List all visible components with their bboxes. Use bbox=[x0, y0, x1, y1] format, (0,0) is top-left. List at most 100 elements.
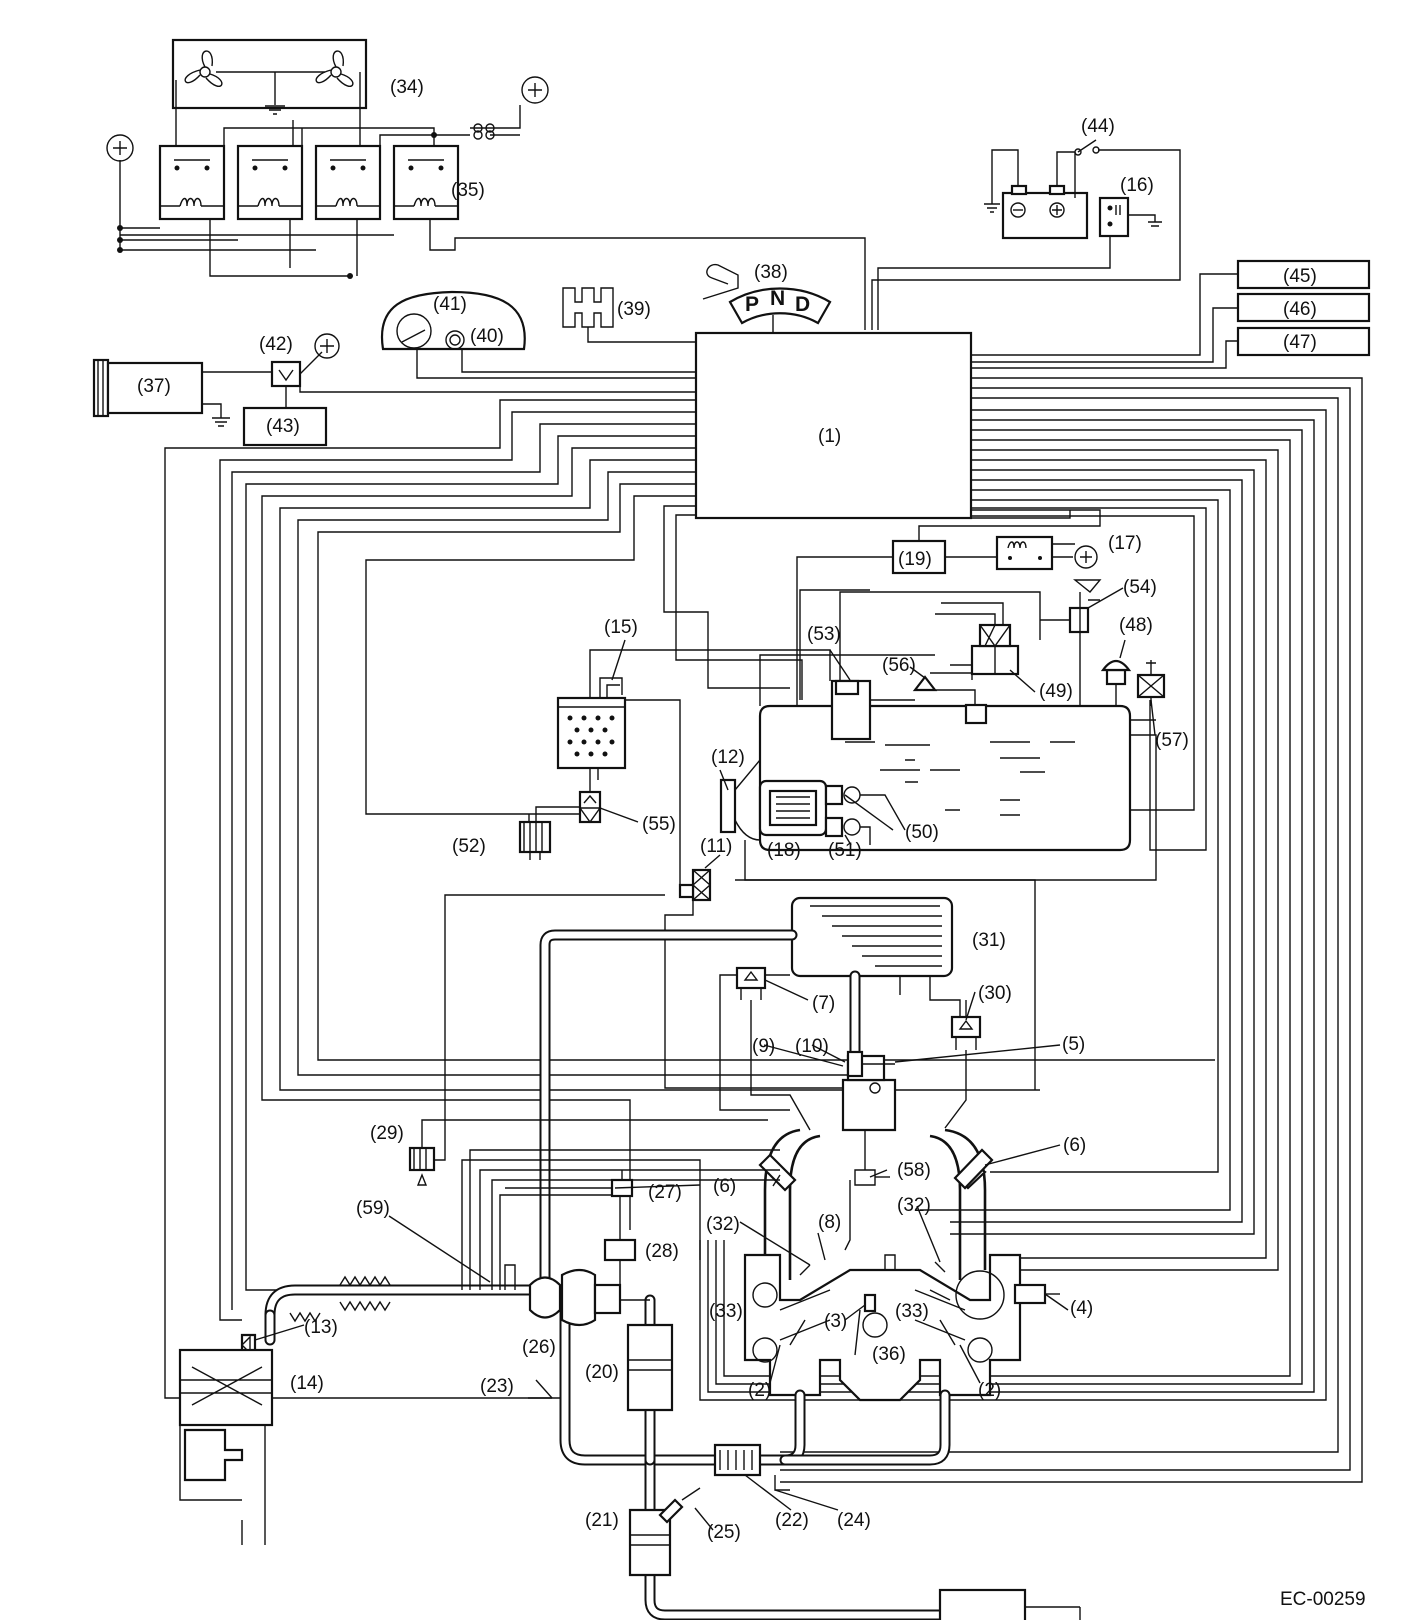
gear-letter-p: P bbox=[745, 293, 759, 316]
callout-labels: (1) (2) (2) (3) (4) (5) (6) (6) (7) (8) … bbox=[137, 77, 1366, 1610]
canister bbox=[518, 649, 844, 1089]
coil-icon bbox=[179, 197, 436, 207]
label-50: (50) bbox=[905, 822, 939, 843]
intake-bellows bbox=[339, 1275, 391, 1312]
label-41: (41) bbox=[433, 294, 467, 315]
figure-code: EC-00259 bbox=[1280, 1589, 1366, 1610]
intake-manifold bbox=[758, 1054, 994, 1280]
label-15: (15) bbox=[604, 617, 638, 638]
label-40: (40) bbox=[470, 326, 504, 347]
label-49: (49) bbox=[1039, 681, 1073, 702]
radiator-fan-assembly bbox=[171, 38, 368, 115]
label-43: (43) bbox=[266, 416, 300, 437]
plus-terminal-icon bbox=[106, 134, 134, 162]
label-11: (11) bbox=[700, 836, 732, 857]
starter-circuit bbox=[92, 351, 696, 447]
throttle-body-assembly bbox=[505, 1170, 650, 1327]
label-2a: (2) bbox=[748, 1380, 771, 1401]
label-33b: (33) bbox=[895, 1301, 929, 1322]
relay-17 bbox=[995, 535, 1075, 571]
combination-meter bbox=[380, 290, 696, 379]
label-45: (45) bbox=[1283, 266, 1317, 287]
label-10: (10) bbox=[795, 1036, 829, 1057]
leader-lines bbox=[254, 587, 1156, 1531]
label-29: (29) bbox=[370, 1123, 404, 1144]
label-53: (53) bbox=[807, 624, 841, 645]
label-26: (26) bbox=[522, 1337, 556, 1358]
label-52: (52) bbox=[452, 836, 486, 857]
label-23: (23) bbox=[480, 1376, 514, 1397]
label-17: (17) bbox=[1108, 533, 1142, 554]
label-54: (54) bbox=[1123, 577, 1157, 598]
label-56: (56) bbox=[882, 655, 916, 676]
label-59: (59) bbox=[356, 1198, 390, 1219]
intake-ducts bbox=[264, 929, 861, 1346]
label-4: (4) bbox=[1070, 1298, 1093, 1319]
label-20: (20) bbox=[585, 1362, 619, 1383]
label-22: (22) bbox=[775, 1510, 809, 1531]
ecm-right-harness bbox=[699, 377, 1363, 1483]
exhaust-system bbox=[559, 1294, 1081, 1620]
label-9: (9) bbox=[752, 1036, 775, 1057]
fan-icon bbox=[315, 50, 354, 87]
label-33a: (33) bbox=[709, 1301, 743, 1322]
label-8: (8) bbox=[818, 1212, 841, 1233]
label-55: (55) bbox=[642, 814, 676, 835]
switch-icon bbox=[1074, 139, 1100, 156]
label-12: (12) bbox=[711, 747, 745, 768]
label-2b: (2) bbox=[978, 1380, 1001, 1401]
label-44: (44) bbox=[1081, 116, 1115, 137]
component-47-box bbox=[1236, 326, 1371, 357]
label-19: (19) bbox=[898, 549, 932, 570]
label-24: (24) bbox=[837, 1510, 871, 1531]
plus-terminal-icon bbox=[314, 333, 340, 359]
air-intake-parts bbox=[178, 1333, 274, 1545]
gear-selector bbox=[702, 263, 832, 333]
battery-circuit bbox=[871, 139, 1181, 330]
plus-terminal-icon bbox=[1074, 545, 1098, 569]
fan-icon bbox=[184, 50, 223, 87]
label-18: (18) bbox=[767, 840, 801, 861]
label-16: (16) bbox=[1120, 175, 1154, 196]
label-39: (39) bbox=[617, 299, 651, 320]
label-34: (34) bbox=[390, 77, 424, 98]
label-25: (25) bbox=[707, 1522, 741, 1543]
label-36: (36) bbox=[872, 1344, 906, 1365]
label-51: (51) bbox=[828, 840, 862, 861]
label-7: (7) bbox=[812, 993, 835, 1014]
label-38: (38) bbox=[754, 262, 788, 283]
shift-pattern bbox=[562, 287, 696, 343]
engine-control-module bbox=[694, 331, 973, 520]
label-1: (1) bbox=[818, 426, 841, 447]
battery-icon bbox=[1010, 184, 1066, 218]
label-35: (35) bbox=[451, 180, 485, 201]
label-28: (28) bbox=[645, 1241, 679, 1262]
label-27: (27) bbox=[648, 1182, 682, 1203]
label-32b: (32) bbox=[897, 1195, 931, 1216]
label-58: (58) bbox=[897, 1160, 931, 1181]
label-6a: (6) bbox=[713, 1176, 736, 1197]
label-37: (37) bbox=[137, 376, 171, 397]
label-57: (57) bbox=[1155, 730, 1189, 751]
label-42: (42) bbox=[259, 334, 293, 355]
ecm-left-harness bbox=[164, 399, 1215, 1399]
label-32a: (32) bbox=[706, 1214, 740, 1235]
component-46-box bbox=[1236, 292, 1371, 323]
label-30: (30) bbox=[978, 983, 1012, 1004]
label-13: (13) bbox=[304, 1317, 338, 1338]
label-21: (21) bbox=[585, 1510, 619, 1531]
fuel-tank bbox=[719, 579, 1166, 1090]
plus-terminal-icon bbox=[521, 76, 549, 104]
label-14: (14) bbox=[290, 1373, 324, 1394]
label-3: (3) bbox=[824, 1311, 847, 1332]
label-5: (5) bbox=[1062, 1034, 1085, 1055]
label-31: (31) bbox=[972, 930, 1006, 951]
gear-letter-d: D bbox=[795, 293, 810, 316]
gear-letter-n: N bbox=[770, 287, 785, 310]
solenoid-valves bbox=[408, 894, 982, 1186]
label-46: (46) bbox=[1283, 299, 1317, 320]
label-48: (48) bbox=[1119, 615, 1153, 636]
fan-relays bbox=[117, 72, 866, 330]
label-47: (47) bbox=[1283, 332, 1317, 353]
